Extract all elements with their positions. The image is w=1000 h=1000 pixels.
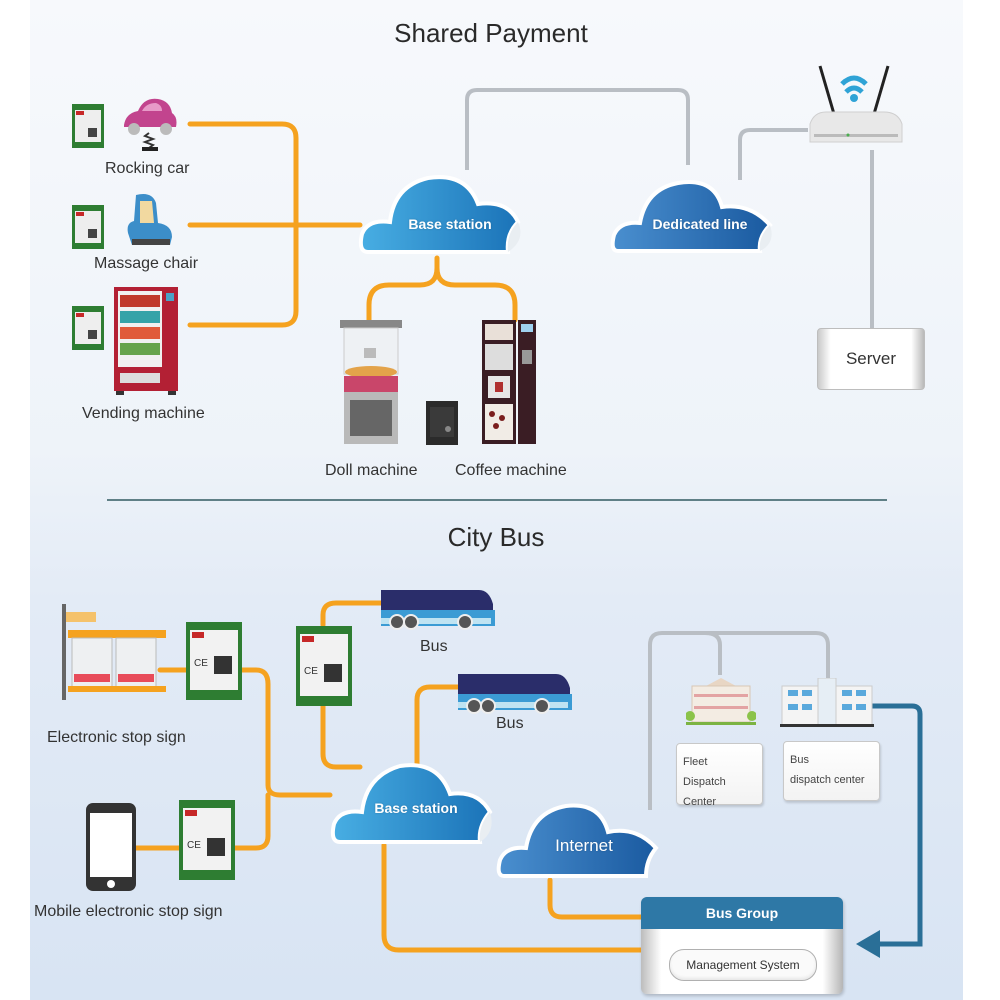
gsm-module-icon [72, 104, 104, 148]
coffee-machine-icon [482, 320, 536, 444]
gsm-module-icon [72, 306, 104, 350]
claw-machine-icon [340, 320, 402, 444]
device-label-coffee-machine: Coffee machine [455, 462, 567, 479]
cloud-label-base-station-bus: Base station [374, 800, 458, 816]
bus-icon [381, 590, 495, 630]
device-label-bus-2: Bus [496, 715, 524, 732]
gsm-module-icon: CE [179, 800, 235, 880]
gsm-module-icon: CE [296, 626, 352, 706]
gsm-module-icon [72, 205, 104, 249]
svg-text:CE: CE [187, 840, 201, 851]
cloud-label-dedicated-line: Dedicated line [652, 216, 748, 232]
device-label-doll-machine: Doll machine [325, 462, 418, 479]
rocking-car-icon [124, 98, 177, 151]
device-label-rocking-car: Rocking car [105, 160, 190, 177]
bus-center-line-2: dispatch center [790, 774, 865, 786]
cloud-label-internet: Internet [555, 836, 613, 855]
cloud-label-base-station: Base station [408, 216, 492, 232]
management-system-button[interactable]: Management System [669, 949, 817, 981]
device-label-electronic-stop-sign: Electronic stop sign [47, 729, 186, 746]
info-box-bus-dispatch: Bus dispatch center [783, 741, 880, 801]
fleet-line-2: Dispatch Center [683, 776, 726, 808]
server-box: Server [817, 328, 925, 390]
fleet-line-1: Fleet [683, 756, 708, 768]
building-icon [686, 678, 756, 725]
device-label-vending-machine: Vending machine [82, 405, 205, 422]
vending-machine-icon [114, 287, 178, 395]
cloud-icon [330, 763, 493, 844]
section-title-shared-payment: Shared Payment [394, 18, 588, 48]
cloud-icon [358, 175, 521, 254]
cloud-icon [610, 180, 773, 253]
gsm-module-icon [426, 401, 458, 445]
section-divider [107, 499, 887, 501]
bus-icon [458, 674, 572, 714]
massage-chair-icon [127, 194, 172, 245]
gsm-module-icon: CE [186, 622, 242, 700]
info-box-fleet-dispatch: Fleet Dispatch Center [676, 743, 763, 808]
bus-center-line-1: Bus [790, 754, 809, 766]
svg-text:CE: CE [304, 666, 318, 677]
section-title-city-bus: City Bus [447, 522, 545, 552]
device-label-bus-1: Bus [420, 638, 448, 655]
wifi-router-icon [809, 65, 903, 143]
building-icon [780, 678, 874, 727]
svg-text:CE: CE [194, 658, 208, 669]
bus-group-title: Bus Group [641, 897, 843, 929]
cloud-icon [496, 803, 659, 878]
bus-group-box: Bus Group Management System [641, 897, 843, 994]
bus-stop-icon [62, 604, 166, 700]
device-label-mobile-stop-sign: Mobile electronic stop sign [34, 903, 223, 920]
smartphone-icon [86, 803, 136, 891]
device-label-massage-chair: Massage chair [94, 255, 199, 272]
